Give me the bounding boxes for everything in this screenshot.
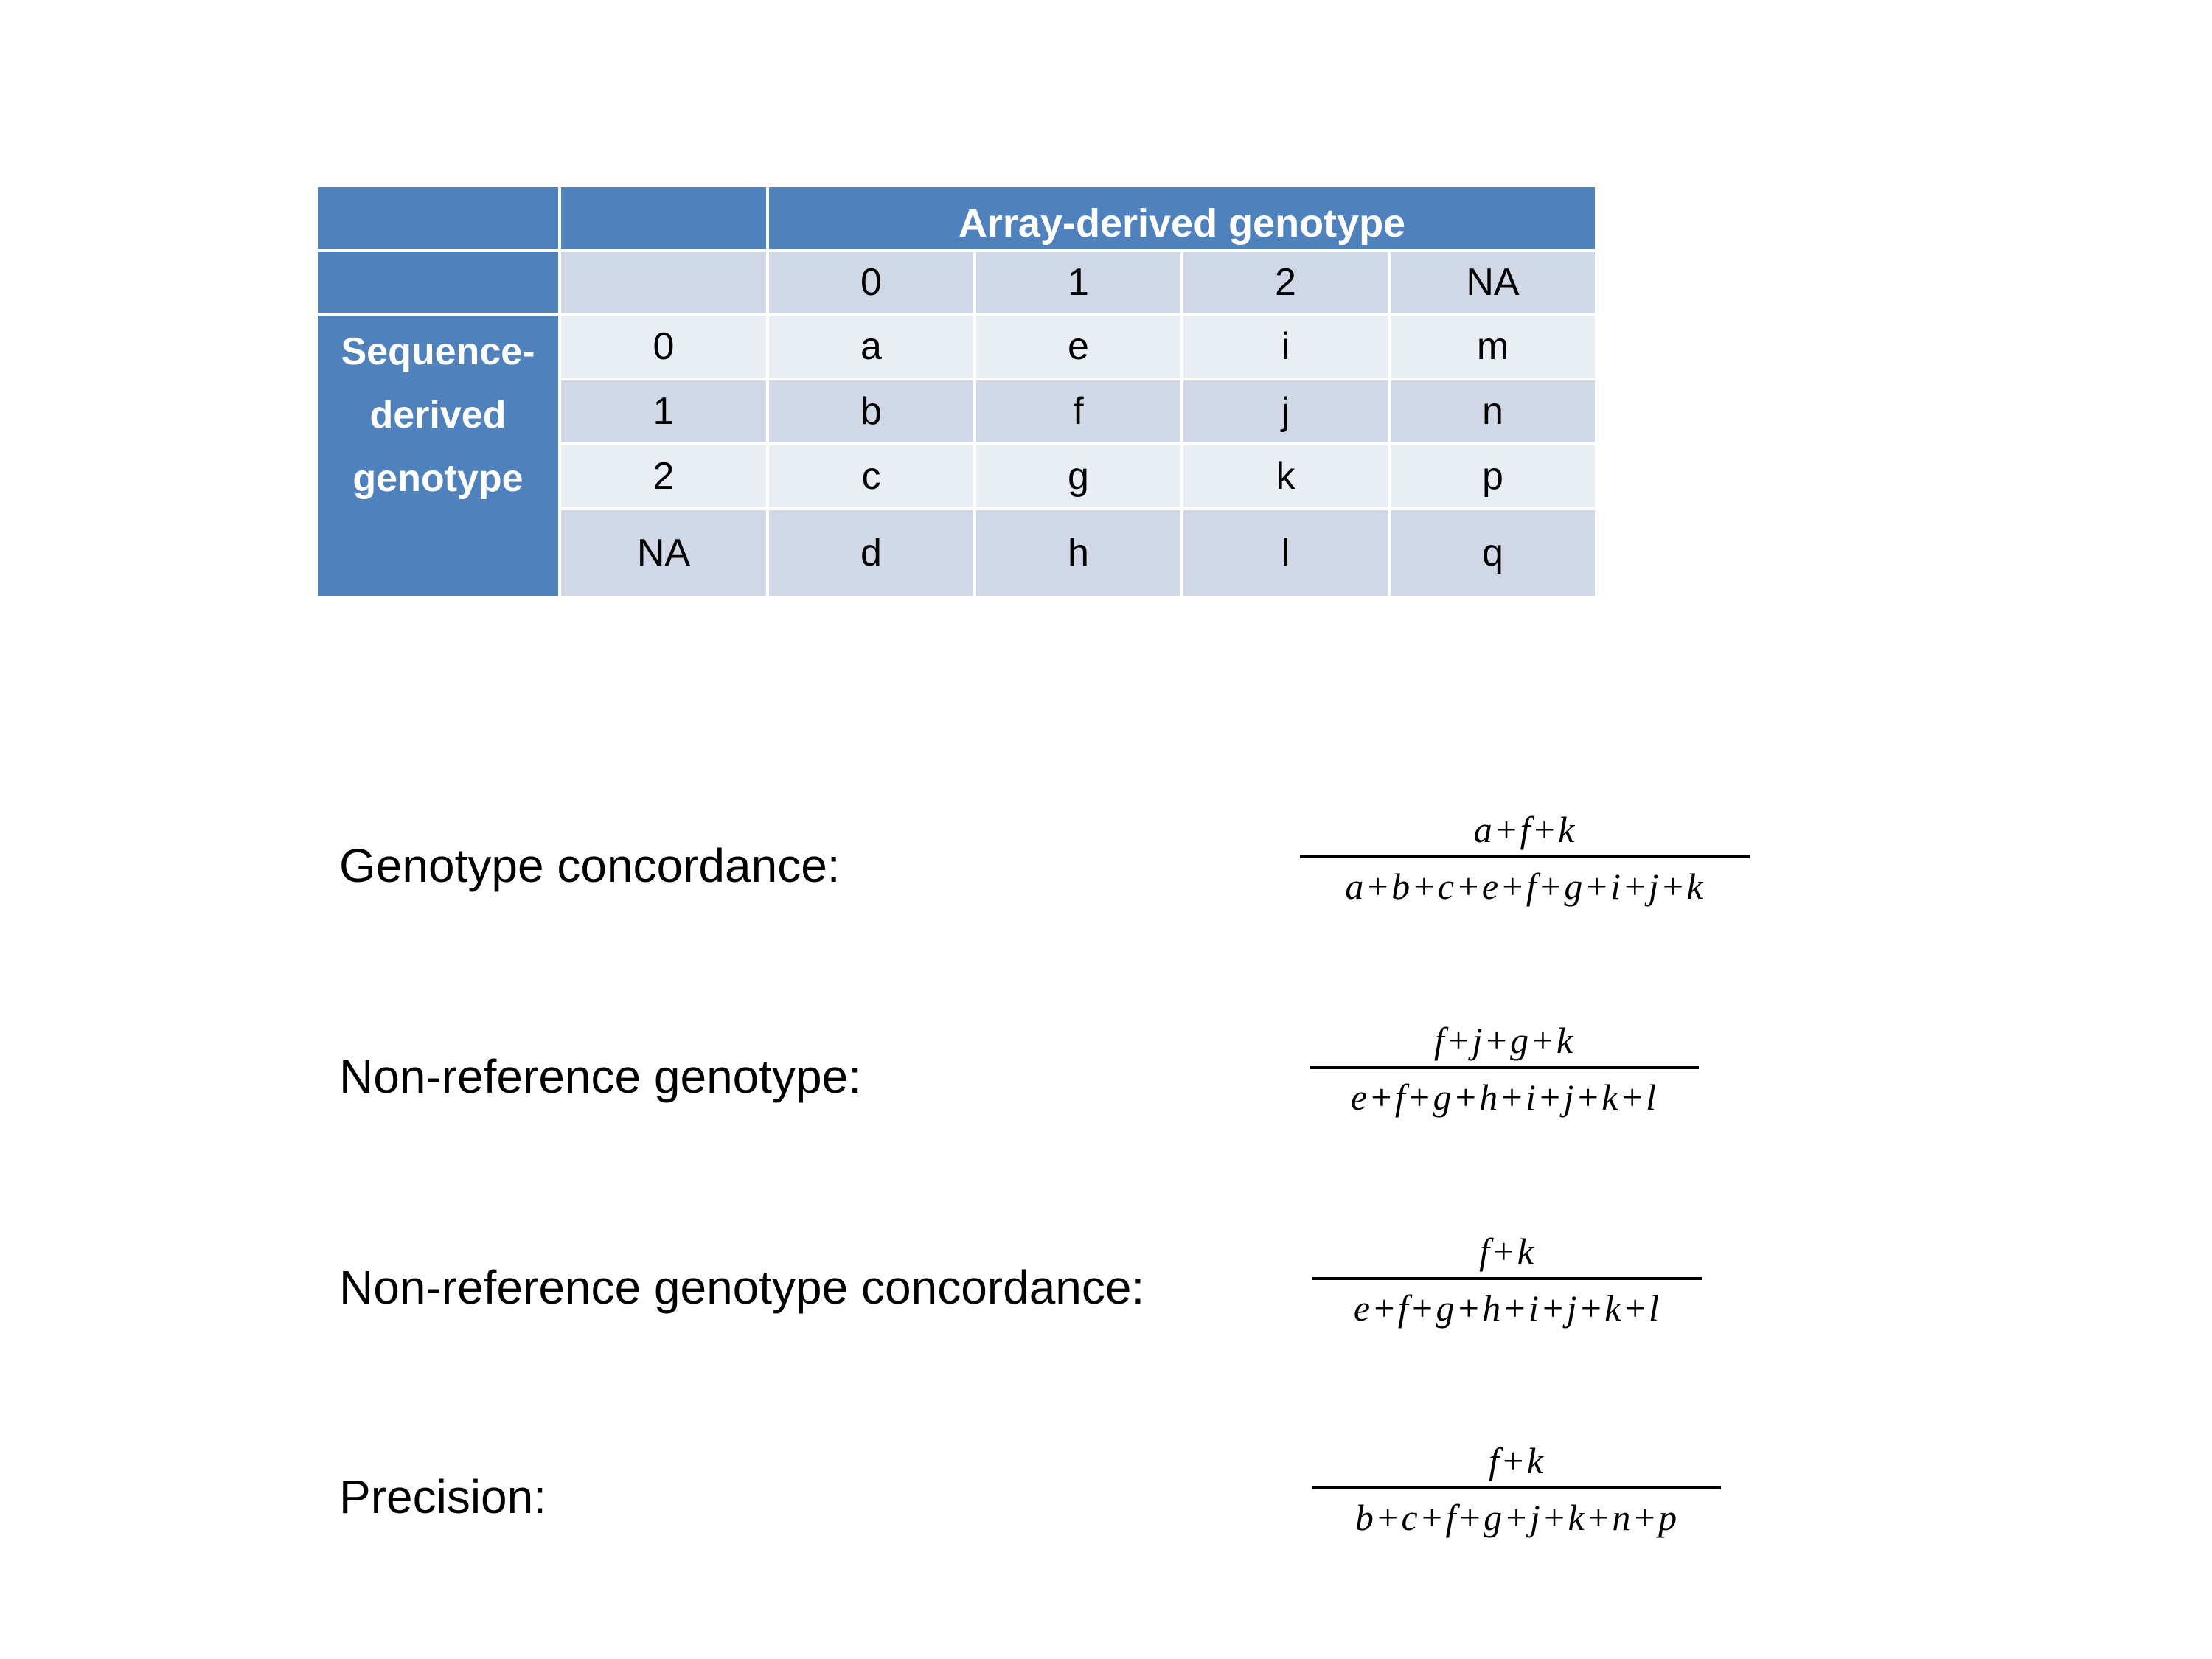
table-header-row-group: Array-derived genotype: [315, 184, 1598, 252]
formula-numerator: a+f+k: [1473, 809, 1576, 850]
table-cell: q: [1388, 507, 1598, 599]
genotype-table: Array-derived genotype 0 1 2 NA Sequence…: [315, 184, 1598, 599]
table-header-row-values: 0 1 2 NA: [315, 249, 1598, 316]
row-group-header-line: genotype: [352, 457, 524, 500]
table-cell: i: [1180, 313, 1391, 380]
table-cell: e: [973, 313, 1183, 380]
formula-numerator: f+j+g+k: [1433, 1020, 1575, 1061]
metric-label: Non-reference genotype concordance:: [339, 1261, 1145, 1314]
row-group-header-line: Sequence-: [341, 330, 535, 373]
metric-label: Precision:: [339, 1470, 546, 1523]
metric-label: Genotype concordance:: [339, 839, 841, 892]
row-header: 0: [558, 313, 769, 380]
formula-denominator: e+f+g+h+i+j+k+l: [1353, 1287, 1661, 1329]
table-cell: g: [973, 442, 1183, 510]
metric-formula: a+f+k a+b+c+e+f+g+i+j+k: [1300, 804, 1750, 914]
formula-denominator: a+b+c+e+f+g+i+j+k: [1345, 866, 1705, 907]
fraction-bar: [1312, 1277, 1702, 1280]
corner-cell: [558, 184, 769, 252]
table-row: 1 b f j n: [316, 378, 1598, 445]
table-cell: a: [766, 313, 976, 380]
table-cell: d: [766, 507, 976, 599]
table-cell: j: [1180, 378, 1391, 445]
table-cell: f: [973, 378, 1183, 445]
metric-formula: f+k b+c+f+g+j+k+n+p: [1312, 1435, 1721, 1545]
row-group-header-line: derived: [369, 394, 507, 437]
fraction-bar: [1300, 855, 1750, 858]
table-cell: h: [973, 507, 1183, 599]
table-cell: c: [766, 442, 976, 510]
column-header: 1: [973, 249, 1183, 316]
table-cell: l: [1180, 507, 1391, 599]
table-row: 2 c g k p: [316, 442, 1598, 510]
table-cell: p: [1388, 442, 1598, 510]
metric-label: Non-reference genotype:: [339, 1050, 861, 1103]
formula-denominator: e+f+g+h+i+j+k+l: [1350, 1077, 1658, 1118]
sequence-derived-genotype-header: Sequence- derived genotype: [315, 313, 561, 599]
formula-numerator: f+k: [1479, 1231, 1535, 1272]
table-row: NA d h l q: [316, 507, 1598, 599]
table-cell: m: [1388, 313, 1598, 380]
array-derived-genotype-header: Array-derived genotype: [766, 184, 1598, 252]
corner-cell: [558, 249, 769, 316]
table-row: Sequence- derived genotype 0 a e i m: [315, 313, 1598, 599]
metric-formula: f+k e+f+g+h+i+j+k+l: [1312, 1225, 1702, 1336]
corner-cell: [315, 184, 561, 252]
table-cell: b: [766, 378, 976, 445]
column-header: 0: [766, 249, 976, 316]
table-cell: n: [1388, 378, 1598, 445]
row-header: 2: [558, 442, 769, 510]
fraction-bar: [1310, 1066, 1699, 1069]
row-header: 1: [558, 378, 769, 445]
corner-cell: [315, 249, 561, 316]
column-header: NA: [1388, 249, 1598, 316]
fraction-bar: [1312, 1486, 1721, 1489]
metric-formula: f+j+g+k e+f+g+h+i+j+k+l: [1310, 1015, 1699, 1125]
formula-denominator: b+c+f+g+j+k+n+p: [1354, 1497, 1679, 1538]
row-header: NA: [558, 507, 769, 599]
formula-numerator: f+k: [1489, 1440, 1545, 1481]
column-header: 2: [1180, 249, 1391, 316]
table-cell: k: [1180, 442, 1391, 510]
